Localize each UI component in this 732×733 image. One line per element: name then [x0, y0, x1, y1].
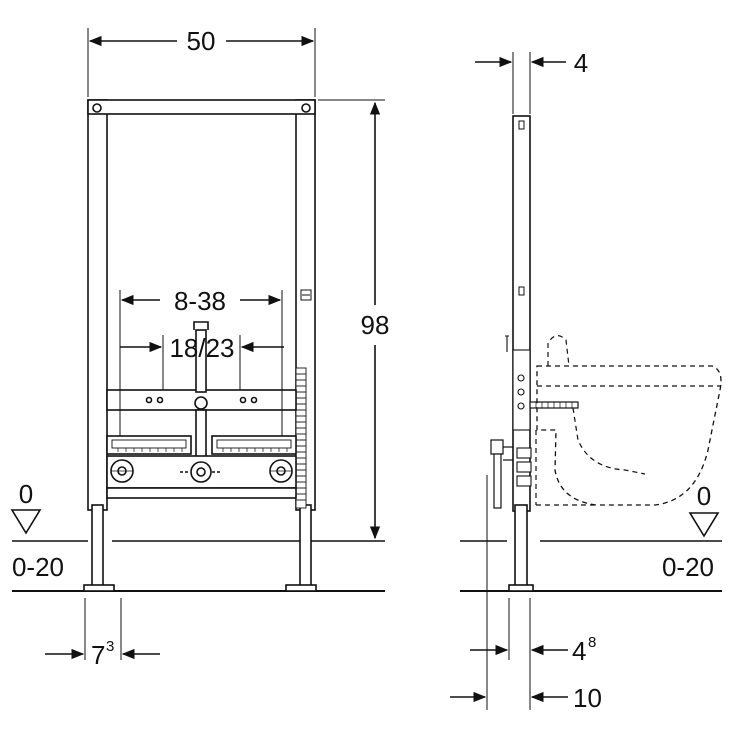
drain-fitting — [180, 461, 222, 483]
offset-label: 4 — [572, 636, 586, 666]
left-post — [87, 99, 108, 511]
right-bolt-plate — [269, 459, 293, 483]
level-marker — [300, 289, 312, 301]
bidet-outline — [536, 365, 722, 506]
height-scale — [295, 367, 307, 509]
right-leg — [299, 504, 312, 588]
floor-zero-triangle-icon — [10, 509, 42, 535]
lower-right-bar — [211, 435, 297, 455]
floor-zero-label: 0 — [19, 479, 33, 509]
supply-pipe — [195, 329, 207, 393]
pipe-valve — [194, 396, 208, 410]
spacing-inner-label: 18/23 — [169, 333, 234, 363]
right-foot — [285, 584, 317, 592]
side-drain-bend — [490, 439, 513, 509]
offset-label-superscript: 8 — [588, 634, 596, 651]
side-floor-zero-label: 0 — [697, 481, 711, 511]
front-view — [10, 28, 385, 660]
left-foot — [83, 584, 115, 592]
depth-label: 10 — [573, 683, 602, 713]
threaded-rod — [529, 401, 579, 409]
left-leg — [91, 504, 104, 588]
foot-depth-label: 7 — [91, 640, 105, 670]
spacing-outer-label: 8-38 — [174, 286, 226, 316]
pipe-top-fitting — [193, 321, 209, 330]
side-floor-zero-triangle-icon — [688, 512, 720, 538]
top-left-anchor — [92, 103, 102, 113]
side-floor-range-label: 0-20 — [662, 552, 714, 582]
side-leg — [514, 504, 528, 588]
height-label: 98 — [361, 310, 390, 340]
side-hardware — [505, 335, 532, 487]
side-view — [450, 52, 722, 710]
floor-range-label: 0-20 — [12, 552, 64, 582]
foot-depth-label-superscript: 3 — [106, 638, 114, 655]
bidet-inner-bowl — [572, 407, 646, 475]
lower-left-bar — [106, 435, 192, 455]
side-foot — [508, 584, 534, 592]
bidet-faucet — [547, 335, 570, 367]
top-crossbar — [87, 99, 316, 115]
frame-depth-label: 4 — [574, 48, 588, 78]
top-right-anchor — [301, 103, 311, 113]
width-label: 50 — [187, 26, 216, 56]
left-bolt-plate — [110, 459, 134, 483]
